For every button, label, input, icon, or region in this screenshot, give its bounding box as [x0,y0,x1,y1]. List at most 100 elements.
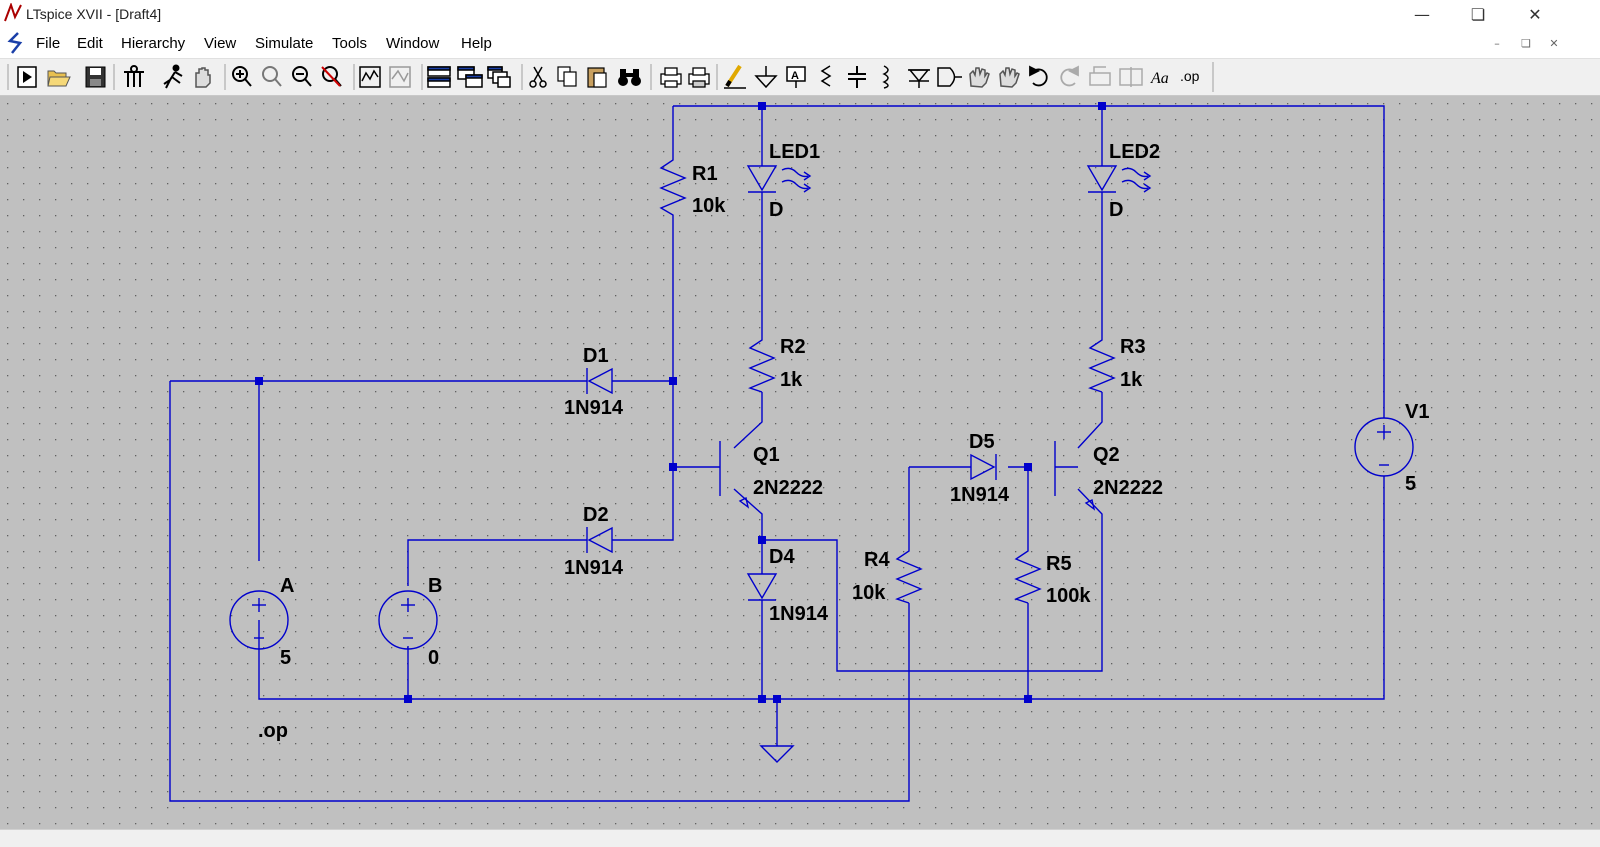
d2-value[interactable]: 1N914 [564,557,624,579]
find-icon[interactable] [618,69,641,86]
document-icon[interactable] [4,31,26,55]
d5-value[interactable]: 1N914 [950,484,1010,506]
rotate-icon[interactable] [1089,66,1111,86]
mdi-restore-button[interactable]: ❏ [1521,37,1531,50]
menu-help[interactable]: Help [461,35,492,52]
zoom-out-icon[interactable] [292,66,312,87]
d1-name[interactable]: D1 [583,345,609,367]
menu-simulate[interactable]: Simulate [255,35,314,52]
run-icon[interactable] [163,64,183,89]
d4-value[interactable]: 1N914 [769,603,829,625]
resistor-r4[interactable] [895,539,923,604]
va-value[interactable]: 5 [280,647,291,669]
r2-name[interactable]: R2 [780,336,806,358]
schematic-canvas[interactable]: R1 10k LED1 D LED2 D R2 1k R3 1k D1 1N91… [0,96,1600,829]
q2-value[interactable]: 2N2222 [1093,477,1163,499]
va-name[interactable]: A [280,575,294,597]
menu-tools[interactable]: Tools [332,35,368,52]
menu-window[interactable]: Window [386,35,440,52]
tile-horizontal-icon[interactable] [427,66,451,88]
open-icon[interactable] [47,70,71,87]
label-net-icon[interactable]: A [786,66,806,88]
waveform-window-icon[interactable] [389,66,411,88]
led-led2[interactable] [1086,165,1152,193]
pan-icon[interactable] [195,67,211,88]
close-button[interactable]: ✕ [1528,5,1542,24]
led-led1[interactable] [746,165,812,193]
print-icon[interactable] [660,67,682,88]
resistor-r5[interactable] [1014,539,1042,604]
r4-name[interactable]: R4 [864,549,890,571]
new-schematic-icon[interactable] [17,66,37,88]
q2-name[interactable]: Q2 [1093,444,1120,466]
led2-name[interactable]: LED2 [1109,141,1160,163]
diode-d1[interactable] [586,367,613,395]
undo-icon[interactable] [1029,65,1048,87]
paste-icon[interactable] [587,67,607,88]
restore-button[interactable]: ❏ [1470,5,1486,24]
text-icon[interactable]: Aa [1150,70,1169,87]
ground-symbol[interactable] [759,745,795,763]
resistor-r2[interactable] [748,328,776,393]
voltage-source-v1[interactable] [1354,417,1414,477]
diode-d5[interactable] [970,453,997,481]
menu-file[interactable]: File [36,35,61,52]
component-icon[interactable] [937,67,962,87]
diode-d2[interactable] [586,526,613,554]
v1-value[interactable]: 5 [1405,473,1416,495]
led2-value[interactable]: D [1109,199,1123,221]
print-setup-icon[interactable] [688,67,710,88]
transistor-q1[interactable] [719,441,750,509]
d5-name[interactable]: D5 [969,431,995,453]
spice-directive-op[interactable]: .op [258,720,288,742]
q1-name[interactable]: Q1 [753,444,780,466]
r3-name[interactable]: R3 [1120,336,1146,358]
drag-icon[interactable] [999,67,1020,88]
menu-hierarchy[interactable]: Hierarchy [121,35,186,52]
vb-value[interactable]: 0 [428,647,439,669]
r1-value[interactable]: 10k [692,195,726,217]
autorange-icon[interactable] [359,66,381,88]
move-icon[interactable] [969,67,990,88]
d2-name[interactable]: D2 [583,504,609,526]
cascade-icon[interactable] [487,66,511,88]
r4-value[interactable]: 10k [852,582,886,604]
resistor-r1[interactable] [659,148,687,295]
r5-name[interactable]: R5 [1046,553,1072,575]
r2-value[interactable]: 1k [780,369,803,391]
diode-d4[interactable] [746,573,778,601]
zoom-in-icon[interactable] [232,66,252,87]
led1-name[interactable]: LED1 [769,141,820,163]
zoom-area-icon[interactable] [262,66,282,87]
diode-icon[interactable] [908,69,930,88]
ground-icon[interactable] [754,66,778,89]
menu-view[interactable]: View [204,35,237,52]
menu-edit[interactable]: Edit [77,35,103,52]
mirror-icon[interactable] [1119,67,1143,87]
control-panel-icon[interactable] [124,65,144,87]
spice-directive-icon[interactable]: .op [1180,68,1200,84]
vb-name[interactable]: B [428,575,442,597]
mdi-close-button[interactable]: ✕ [1549,37,1559,50]
d1-value[interactable]: 1N914 [564,397,624,419]
zoom-cancel-icon[interactable] [321,66,342,87]
q1-value[interactable]: 2N2222 [753,477,823,499]
resistor-r3[interactable] [1088,328,1116,393]
r5-value[interactable]: 100k [1046,585,1091,607]
led1-value[interactable]: D [769,199,783,221]
d4-name[interactable]: D4 [769,546,795,568]
v1-name[interactable]: V1 [1405,401,1429,423]
voltage-source-a[interactable] [229,590,289,650]
save-icon[interactable] [85,66,106,88]
tile-vertical-icon[interactable] [457,66,483,88]
resistor-icon[interactable] [820,65,832,87]
minimize-button[interactable]: — [1414,5,1430,24]
capacitor-icon[interactable] [848,66,866,88]
r3-value[interactable]: 1k [1120,369,1143,391]
mdi-minimize-button[interactable]: – [1494,37,1500,50]
r1-name[interactable]: R1 [692,163,718,185]
redo-icon[interactable] [1060,65,1079,87]
cut-icon[interactable] [529,66,547,88]
transistor-q2[interactable] [1054,441,1096,511]
copy-icon[interactable] [557,66,577,87]
